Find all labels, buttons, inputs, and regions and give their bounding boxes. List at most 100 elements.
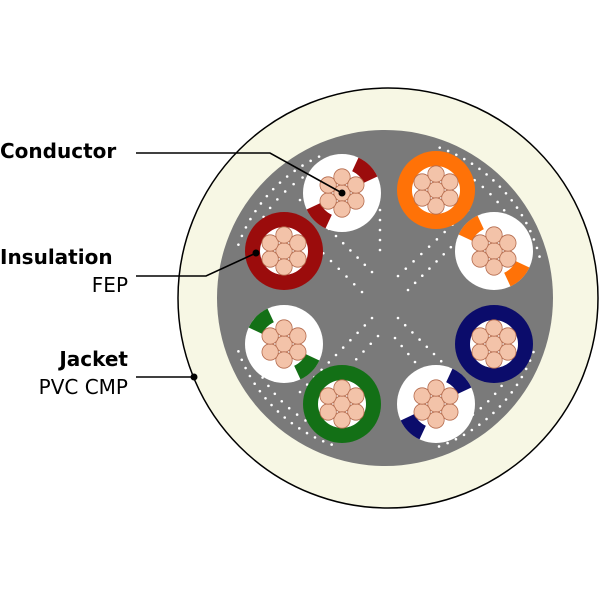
separator-dot (283, 190, 287, 193)
separator-dot (515, 206, 519, 209)
copper-strand (289, 327, 307, 345)
separator-dot (403, 323, 407, 327)
conductor-leader-line (136, 152, 343, 194)
separator-dot (432, 352, 436, 356)
separator-dot (478, 423, 481, 427)
cable-core (217, 130, 553, 466)
insulation-stripe (446, 368, 472, 394)
orange-striped-wire (455, 212, 533, 290)
separator-dot (354, 357, 358, 361)
copper-strand (319, 192, 337, 210)
separator-dot (363, 324, 367, 327)
separator-dot (443, 230, 446, 234)
blue-solid-wire (455, 305, 533, 383)
separator-dot (329, 259, 333, 263)
separator-dot (267, 384, 270, 388)
separator-dot (301, 164, 304, 167)
separator-dot (486, 399, 490, 403)
separator-dot (378, 248, 382, 252)
separator-dot (525, 221, 528, 225)
insulation-stripe (352, 157, 378, 183)
separator-dot (278, 181, 282, 184)
separator-dot (479, 406, 483, 410)
insulation-stripe (400, 414, 426, 440)
separator-dot (524, 367, 528, 371)
separator-dot (478, 167, 481, 171)
separator-dot (437, 445, 441, 448)
separator-dot (337, 267, 341, 271)
separator-dot (413, 281, 417, 285)
separator-dot (455, 153, 458, 157)
separator-dot (485, 417, 488, 421)
separator-dot (481, 185, 485, 189)
separator-dot (406, 288, 410, 292)
separator-dot (369, 342, 373, 346)
separator-dot (520, 213, 524, 217)
separator-dot (356, 256, 359, 259)
separator-dot (345, 275, 348, 278)
separator-dot (341, 346, 345, 349)
copper-strand (319, 387, 337, 405)
separator-dot (418, 338, 421, 341)
separator-dot (504, 191, 508, 195)
copper-strand (413, 403, 431, 421)
insulation-material-label: FEP (91, 273, 128, 297)
jacket-material-label: PVC CMP (38, 375, 128, 399)
green-solid-wire (303, 365, 381, 443)
copper-strand (471, 234, 489, 252)
jacket-leader-dot (190, 373, 198, 381)
separator-dot (259, 202, 263, 205)
separator-dot (454, 437, 458, 441)
copper-strand (319, 403, 337, 421)
separator-dot (321, 439, 325, 443)
separator-dot (470, 162, 474, 166)
separator-dot (532, 238, 536, 241)
separator-dot (520, 375, 524, 379)
separator-dot (407, 352, 410, 356)
separator-dot (420, 252, 423, 256)
separator-dot (378, 218, 382, 222)
separator-dot (244, 366, 247, 370)
insulation-stripe (504, 261, 530, 287)
copper-strand (333, 168, 351, 186)
separator-dot (273, 392, 277, 396)
separator-dot (411, 331, 414, 334)
separator-dot (276, 410, 280, 413)
copper-strand (275, 226, 293, 244)
separator-dot (253, 382, 256, 386)
separator-dot (244, 226, 248, 229)
separator-dot (370, 270, 374, 274)
separator-dot (470, 428, 474, 432)
copper-strand (499, 327, 517, 345)
wires (245, 151, 533, 443)
copper-strand (485, 351, 503, 369)
separator-dot (268, 206, 272, 210)
separator-dot (334, 234, 338, 238)
copper-strand (413, 189, 431, 207)
copper-strand (289, 234, 307, 252)
copper-strand (485, 319, 503, 337)
separator-dot (404, 267, 408, 270)
separator-dot (462, 433, 466, 437)
separator-dot (504, 398, 508, 401)
separator-dot (425, 345, 429, 349)
copper-strand (275, 319, 293, 337)
separator-dot (363, 263, 367, 267)
copper-strand (427, 165, 445, 183)
separator-dot (446, 149, 450, 153)
separator-dot (498, 185, 502, 188)
copper-strand (333, 411, 351, 429)
separator-dot (248, 374, 252, 378)
separator-dot (293, 169, 296, 173)
separator-dot (298, 390, 302, 394)
separator-dot (352, 282, 356, 286)
green-striped-wire (245, 305, 323, 383)
copper-strand (485, 258, 503, 276)
separator-dot (254, 209, 257, 213)
separator-dot (400, 344, 403, 348)
insulation-leader-dot (252, 249, 260, 257)
separator-dot (413, 360, 417, 364)
separator-dot (295, 413, 299, 416)
separator-dot (496, 200, 499, 204)
copper-strand (485, 226, 503, 244)
